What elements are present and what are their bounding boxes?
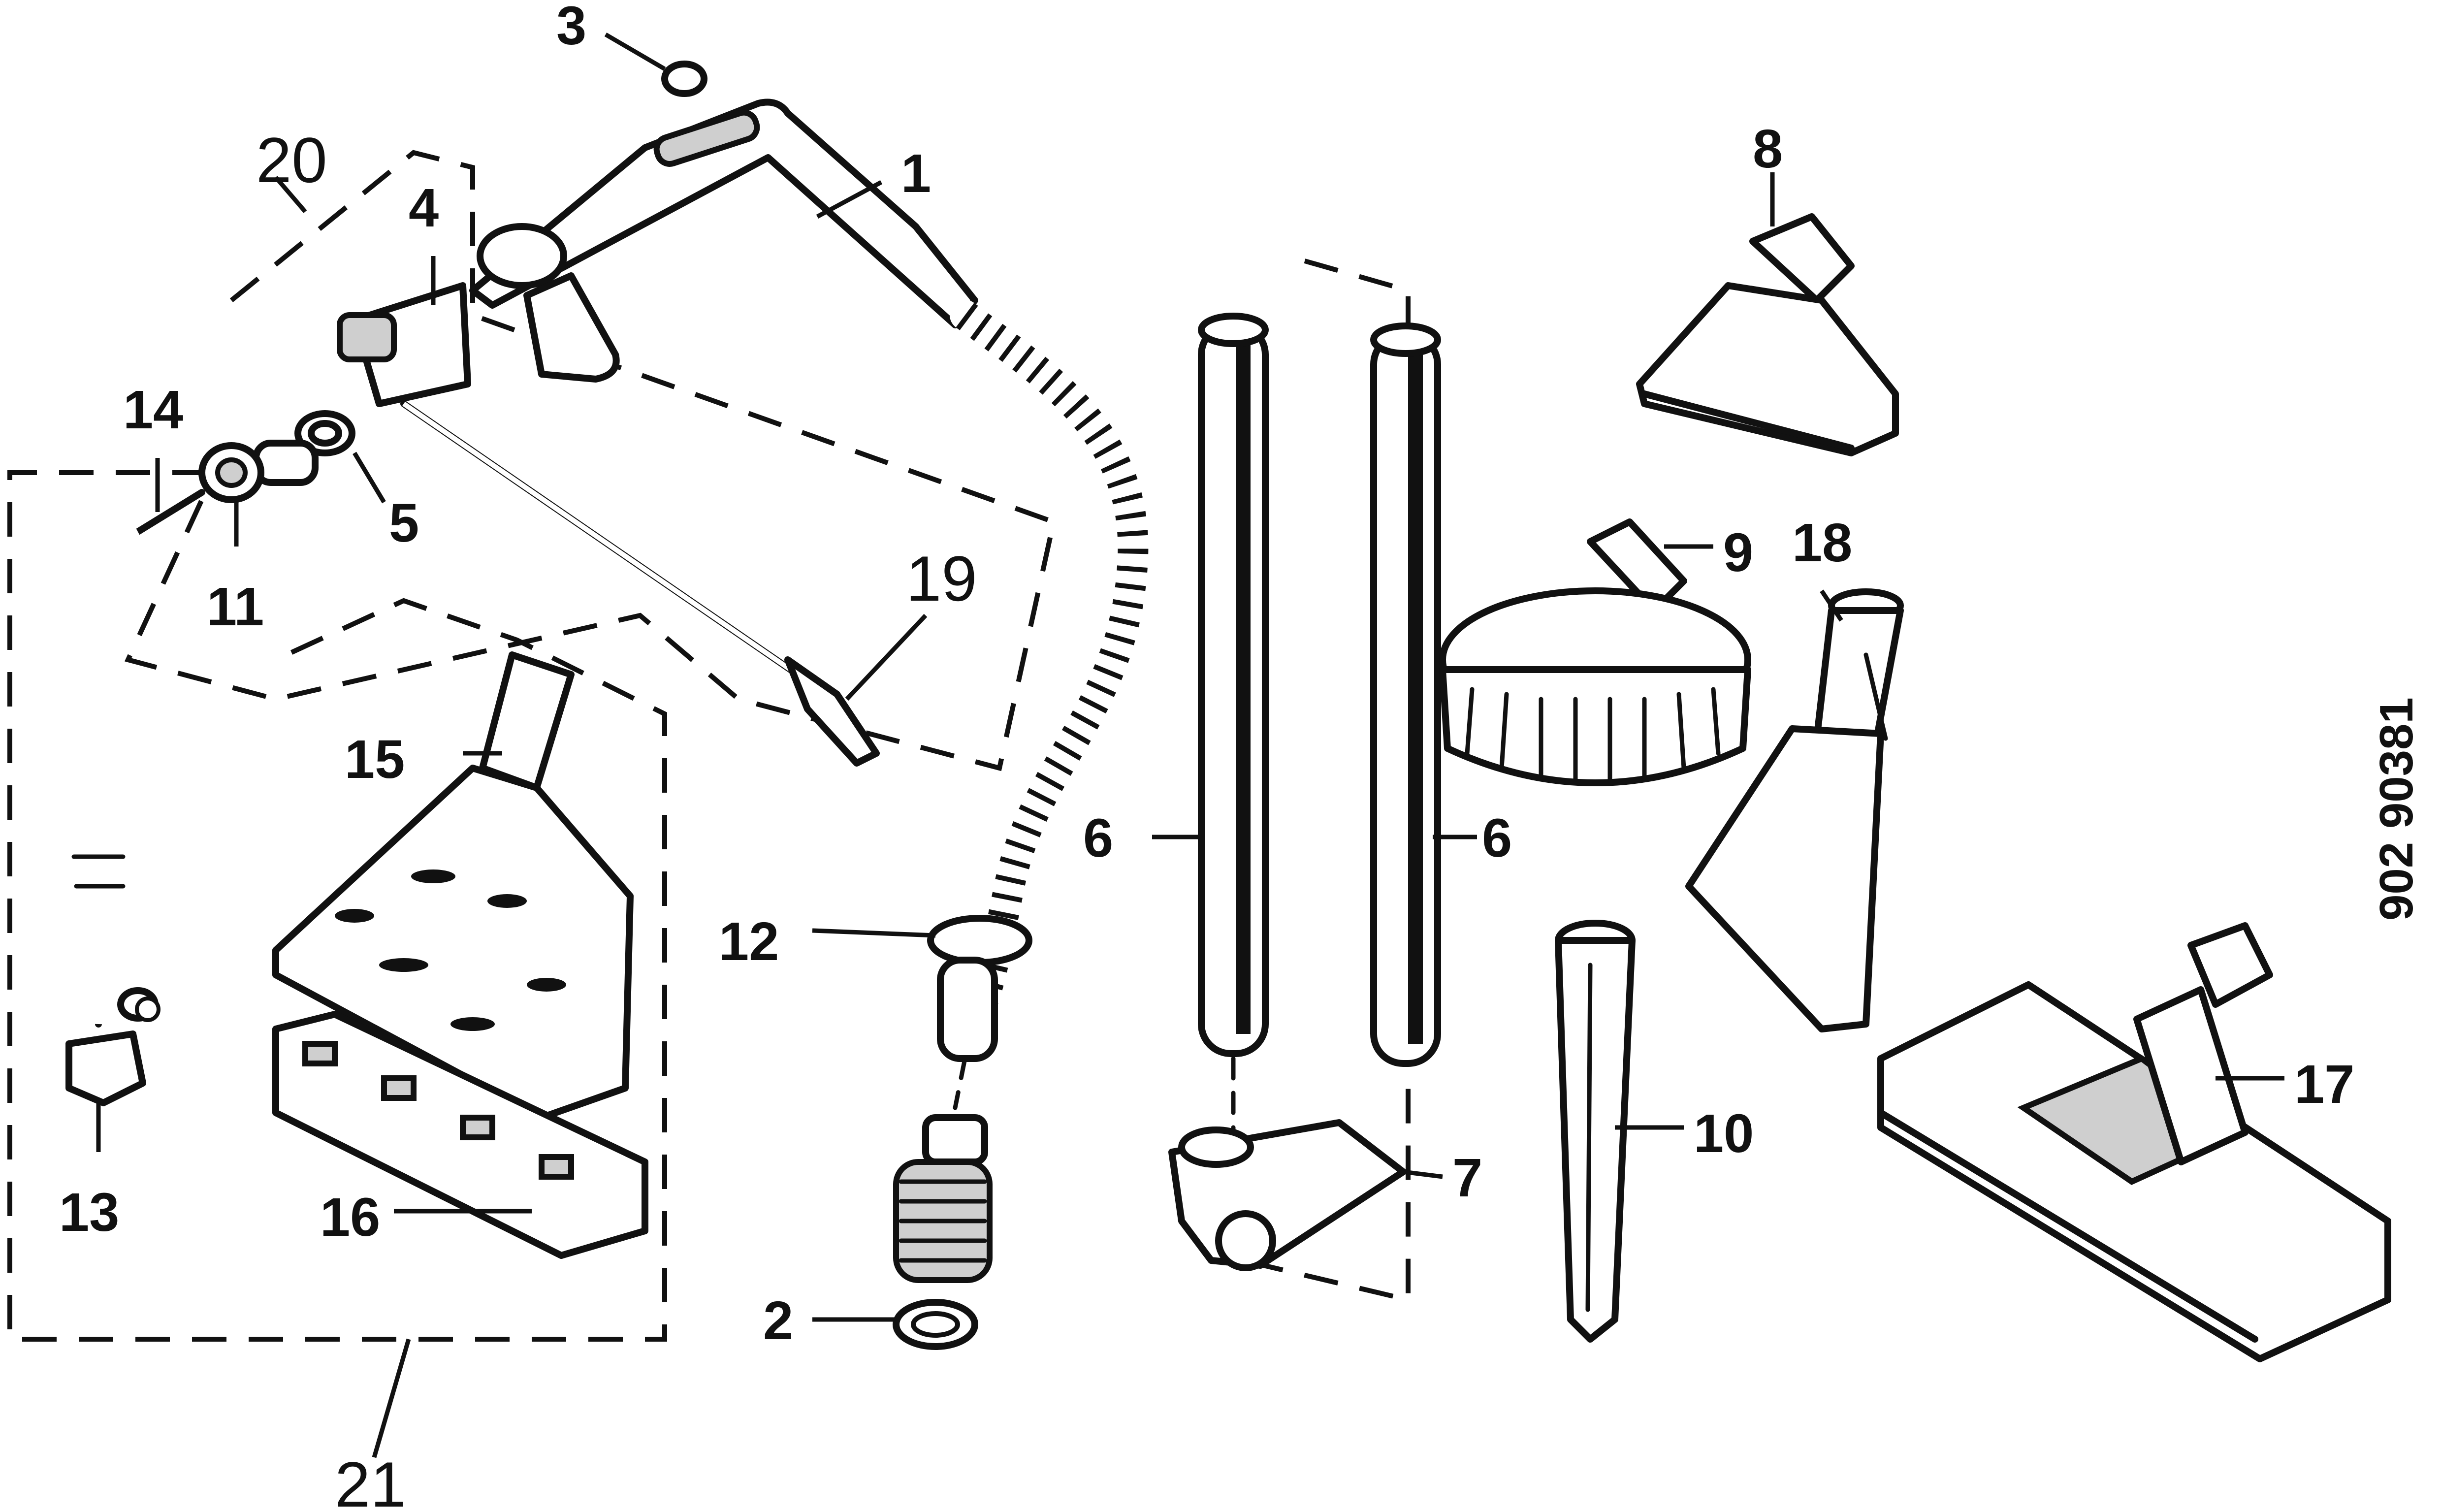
- part-3-clip: [604, 32, 707, 97]
- callout-6-left: 6: [1083, 808, 1113, 869]
- callout-7: 7: [1452, 1148, 1482, 1208]
- callout-16: 16: [320, 1187, 380, 1248]
- callout-15: 15: [345, 729, 405, 790]
- assembly-boundaries: [7, 150, 1411, 1458]
- callout-13: 13: [59, 1182, 119, 1243]
- callout-20: 20: [256, 124, 327, 196]
- callout-17: 17: [2294, 1054, 2354, 1115]
- part-6-extension-tube-right: [1231, 322, 1441, 1135]
- part-8-wide-nozzle: [1636, 213, 1899, 456]
- part-15-upholstery-nozzle: [272, 651, 634, 1121]
- callout-3: 3: [556, 0, 586, 56]
- part-18-upholstery-nozzle: [1685, 588, 1904, 1032]
- callout-18: 18: [1792, 513, 1852, 573]
- drawing-code: 902 90381: [2370, 697, 2423, 921]
- callout-1: 1: [901, 143, 931, 204]
- callout-5: 5: [389, 493, 419, 553]
- part-16-base-plate: [272, 1011, 648, 1259]
- part-13-nut: [65, 987, 161, 1106]
- callout-19: 19: [906, 543, 977, 614]
- part-9-dust-brush: [1439, 518, 1751, 786]
- part-7-tube-connector: [1168, 1119, 1407, 1271]
- callout-12: 12: [719, 911, 779, 972]
- callout-2: 2: [763, 1290, 793, 1351]
- callout-4: 4: [409, 178, 439, 238]
- callout-14: 14: [123, 380, 183, 440]
- callout-labels: 1 2 3 4 5 6 6 7 8 9 10 11 12 13 14 15 16…: [59, 0, 2354, 1512]
- connectors-4-5-11-14: [54, 410, 355, 1028]
- leader-lines: [96, 172, 2284, 1322]
- part-6-extension-tube-left: [1198, 313, 1269, 1057]
- callout-6-right: 6: [1482, 808, 1512, 869]
- part-2-coupling: [893, 1114, 993, 1350]
- flexible-steam-hose: [927, 300, 1149, 1110]
- part-10-crevice-tool: [1555, 920, 1636, 1343]
- callout-11: 11: [207, 577, 264, 637]
- callout-21: 21: [335, 1448, 406, 1512]
- part-19-steam-lance: [400, 400, 880, 767]
- part-1-steam-handle: [337, 98, 978, 407]
- callout-9: 9: [1723, 522, 1753, 583]
- callout-10: 10: [1694, 1103, 1754, 1164]
- callout-8: 8: [1753, 119, 1783, 179]
- part-17-floor-nozzle: [1877, 922, 2391, 1362]
